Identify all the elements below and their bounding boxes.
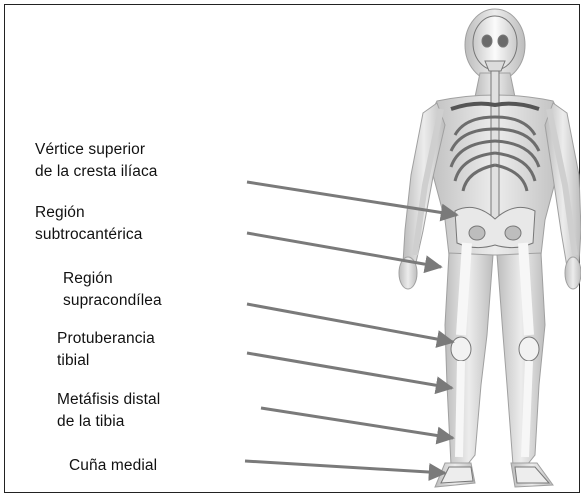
pointer-arrows [245,182,457,473]
pointer-arrow [247,353,452,388]
body-silhouette [399,9,581,487]
pointer-arrow [245,461,445,473]
pointer-arrow [247,304,453,342]
human-body-skeleton-figure [5,5,581,494]
pointer-arrow [261,408,453,438]
diagram-frame: Vértice superior de la cresta ilíaca Reg… [4,4,580,493]
